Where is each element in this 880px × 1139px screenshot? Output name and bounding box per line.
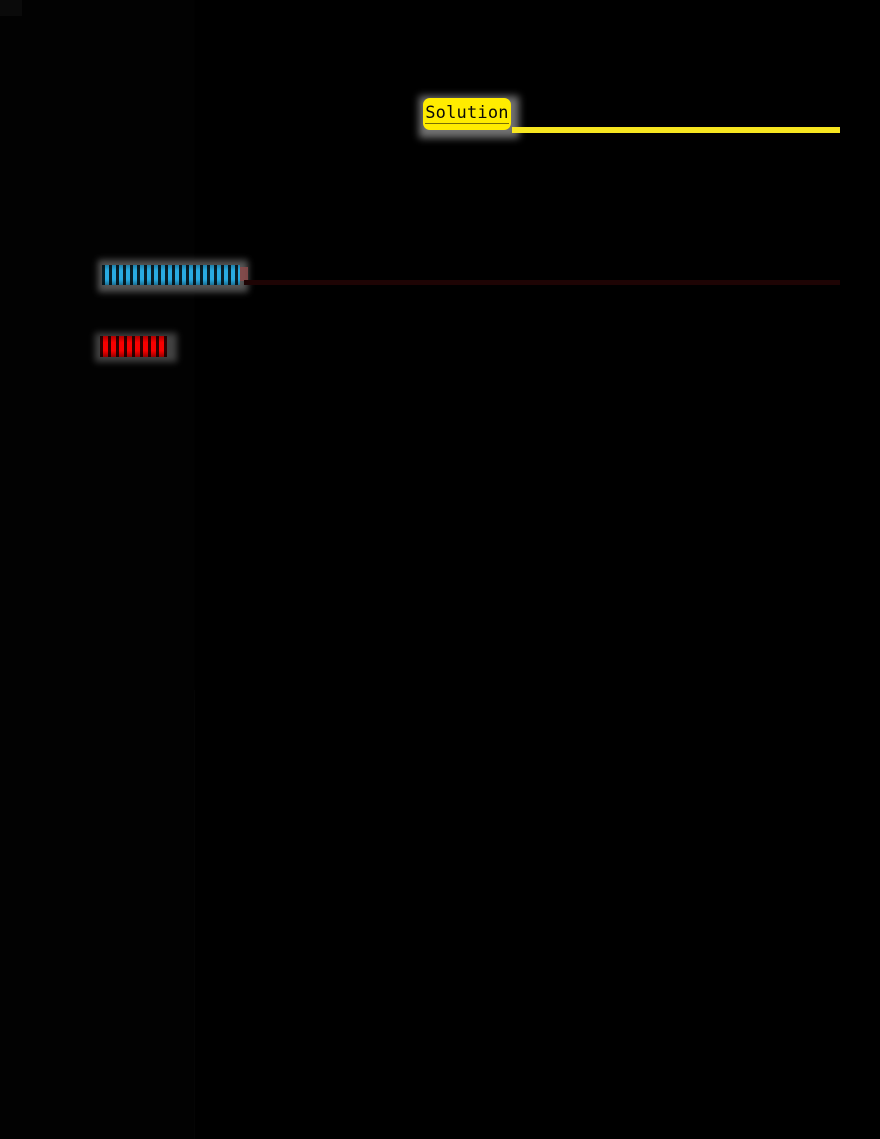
solution-underline-rule bbox=[512, 127, 840, 133]
red-highlight-block[interactable] bbox=[100, 336, 167, 357]
redacted-heading[interactable] bbox=[96, 258, 844, 294]
heading-underline-rule bbox=[244, 280, 840, 285]
cyan-highlight-tail bbox=[240, 267, 248, 281]
redacted-glyphs bbox=[102, 265, 240, 285]
redacted-glyphs bbox=[100, 336, 167, 357]
vertical-seam-artifact bbox=[194, 690, 195, 1139]
solution-label: Solution bbox=[425, 102, 509, 124]
cyan-highlight-block[interactable] bbox=[102, 265, 240, 285]
solution-callout[interactable]: Solution bbox=[414, 91, 844, 141]
redacted-word[interactable] bbox=[92, 330, 182, 364]
solution-highlight-chip[interactable]: Solution bbox=[423, 98, 511, 130]
corner-artifact bbox=[0, 0, 22, 16]
